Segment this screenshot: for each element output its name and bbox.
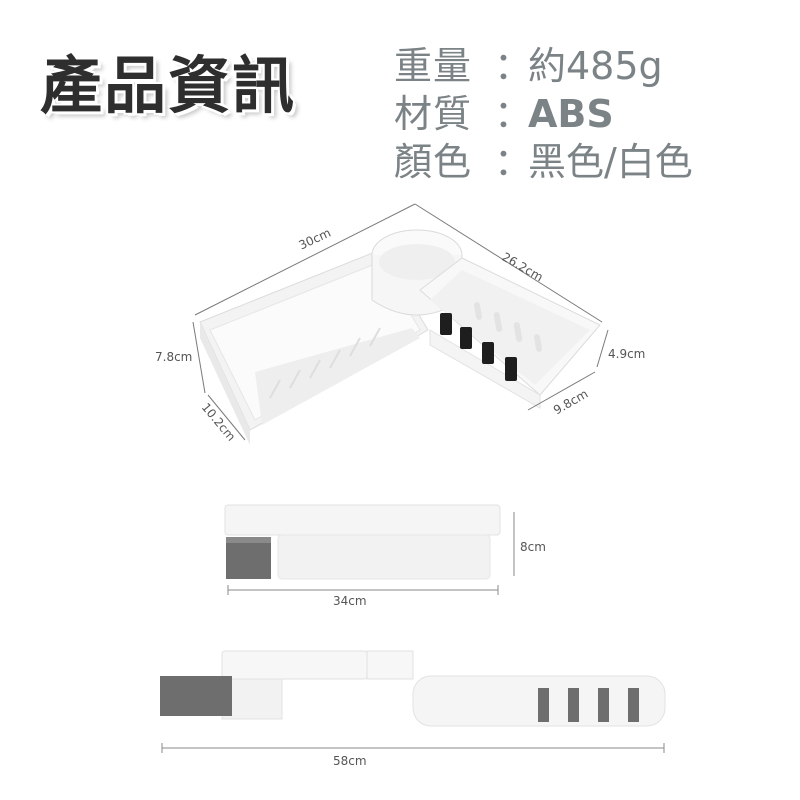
spec-list: 重量 ： 約485g 材質 ： ABS 顏色 ： 黑色/白色 — [394, 42, 693, 186]
spec-material: 材質 ： ABS — [394, 90, 693, 138]
spec-value: ABS — [528, 92, 614, 136]
spec-label: 材質 — [394, 92, 473, 136]
front-view-closed-image — [224, 504, 515, 595]
dimension-label-8cm: 8cm — [520, 540, 546, 554]
dimension-label-34cm: 34cm — [333, 594, 367, 608]
spec-colon: ： — [494, 44, 533, 88]
spec-label: 重量 — [394, 44, 473, 88]
spec-colon: ： — [494, 140, 533, 184]
dimension-label-4-9cm: 4.9cm — [608, 347, 646, 361]
spec-label: 顏色 — [394, 140, 473, 184]
spec-value: 黑色/白色 — [528, 140, 693, 184]
spec-color: 顏色 ： 黑色/白色 — [394, 138, 693, 186]
spec-colon: ： — [494, 92, 533, 136]
spec-value: 約485g — [528, 44, 663, 88]
dimension-label-7-8cm: 7.8cm — [155, 350, 193, 364]
dimension-label-58cm: 58cm — [333, 754, 367, 768]
front-view-open-image — [160, 650, 666, 753]
page-title: 產品資訊 — [40, 49, 297, 122]
spec-weight: 重量 ： 約485g — [394, 42, 693, 90]
top-view-product-image — [192, 203, 609, 445]
